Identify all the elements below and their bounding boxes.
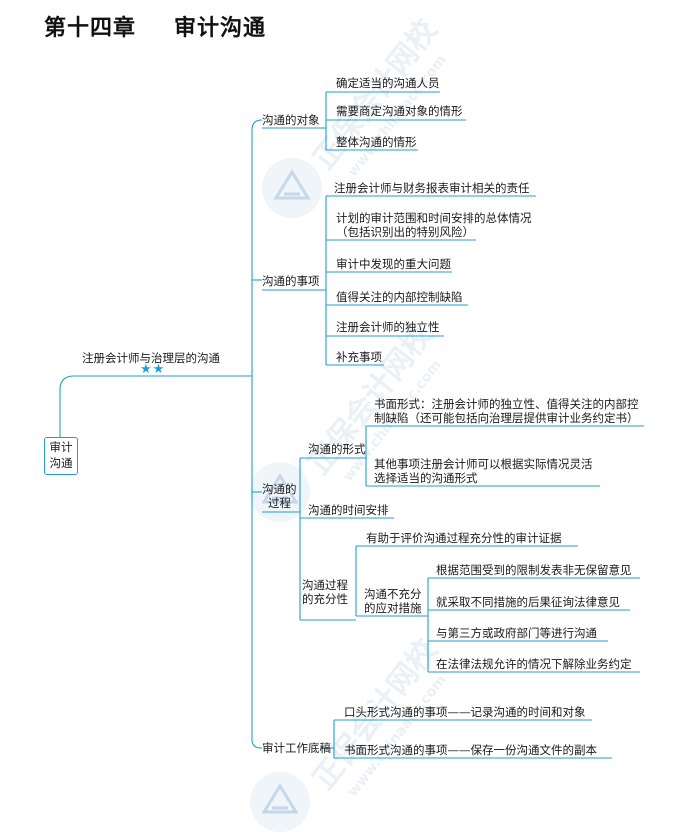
branch-workpapers: 审计工作底稿	[262, 741, 331, 755]
branch-objects: 沟通的对象	[262, 113, 320, 127]
response-item: 在法律法规允许的情况下解除业务约定	[436, 657, 632, 671]
objects-item: 确定适当的沟通人员	[336, 76, 440, 90]
matters-item: 值得关注的内部控制缺陷	[336, 290, 463, 304]
adequacy-label-line2: 的充分性	[302, 592, 348, 606]
form-other-cont: 选择适当的沟通形式	[374, 471, 478, 485]
adequacy-label-line1: 沟通过程	[302, 578, 348, 592]
branch-process-line1: 沟通的	[262, 482, 297, 496]
chapter-title: 第十四章 审计沟通	[44, 10, 266, 42]
matters-item: 注册会计师与财务报表审计相关的责任	[334, 181, 530, 195]
objects-item: 需要商定沟通对象的情形	[336, 104, 463, 118]
importance-stars: ★★	[140, 362, 166, 377]
branch-matters: 沟通的事项	[262, 274, 320, 288]
root-node-line2: 沟通	[49, 456, 73, 470]
topic-label: 注册会计师与治理层的沟通	[82, 351, 220, 365]
branch-process-line2: 过程	[268, 496, 291, 510]
matters-item: 计划的审计范围和时间安排的总体情况	[336, 211, 532, 225]
matters-item: 审计中发现的重大问题	[336, 257, 451, 271]
insufficient-label-line1: 沟通不充分	[364, 587, 422, 601]
form-written-cont: 制缺陷（还可能包括向治理层提供审计业务约定书）	[374, 411, 639, 425]
matters-item: 补充事项	[336, 350, 382, 364]
workpapers-item: 口头形式沟通的事项——记录沟通的时间和对象	[344, 705, 586, 719]
workpapers-item: 书面形式沟通的事项——保存一份沟通文件的副本	[344, 743, 597, 757]
chapter-number: 第十四章	[44, 16, 137, 41]
matters-item: 注册会计师的独立性	[336, 320, 440, 334]
watermark-logo-icon	[262, 158, 322, 218]
adequacy-evidence: 有助于评价沟通过程充分性的审计证据	[366, 531, 562, 545]
form-other: 其他事项注册会计师可以根据实际情况灵活	[374, 457, 593, 471]
response-item: 就采取不同措施的后果征询法律意见	[436, 595, 620, 609]
response-item: 根据范围受到的限制发表非无保留意见	[436, 563, 632, 577]
timing-label: 沟通的时间安排	[308, 503, 389, 517]
response-item: 与第三方或政府部门等进行沟通	[436, 626, 597, 640]
form-label: 沟通的形式	[308, 442, 366, 456]
chapter-name: 审计沟通	[174, 16, 267, 41]
insufficient-label-line2: 的应对措施	[364, 601, 422, 615]
root-node: 审计 沟通	[44, 437, 78, 475]
matters-item: （包括识别出的特别风险）	[336, 225, 474, 239]
root-node-line1: 审计	[49, 440, 73, 454]
watermark-logo-icon	[250, 772, 310, 832]
objects-item: 整体沟通的情形	[336, 135, 417, 149]
form-written: 书面形式：注册会计师的独立性、值得关注的内部控	[374, 397, 639, 411]
